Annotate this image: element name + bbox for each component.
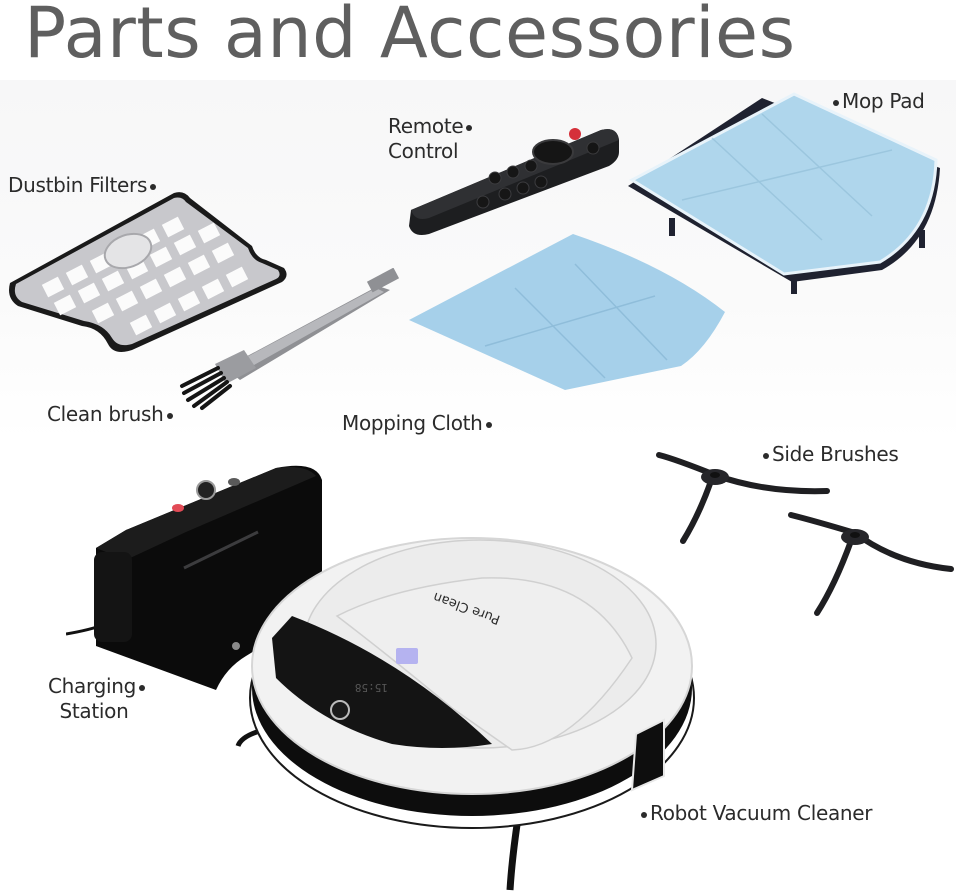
label-clean-brush: Clean brush [47, 402, 176, 427]
side-brushes-image [655, 445, 955, 620]
remote-control-image [405, 122, 625, 240]
bullet-dot [466, 124, 473, 131]
bullet-dot [485, 421, 492, 428]
bullet-dot [763, 452, 769, 459]
label-mopping-cloth: Mopping Cloth [342, 411, 495, 436]
mop-pad-image [622, 90, 942, 300]
robot-display-digits: 15:58 [355, 681, 388, 694]
bullet-dot [139, 684, 145, 691]
page-title: Parts and Accessories [24, 0, 796, 74]
label-dustbin-filters: Dustbin Filters [8, 173, 159, 198]
label-mop-pad: Mop Pad [830, 89, 925, 114]
label-side-brushes: Side Brushes [760, 442, 899, 467]
bullet-dot [641, 811, 647, 818]
label-robot-vacuum-cleaner: Robot Vacuum Cleaner [638, 801, 873, 826]
bullet-dot [150, 183, 157, 190]
mopping-cloth-image [405, 228, 735, 393]
label-charging-station: Charging Station [48, 674, 148, 724]
label-remote-control: Remote Control [388, 114, 475, 164]
clean-brush-image [170, 268, 410, 413]
bullet-dot [166, 412, 173, 419]
bullet-dot [833, 99, 839, 106]
robot-vacuum-image: 15:58 Pure Clean [232, 498, 712, 893]
dustbin-filter-image [4, 188, 289, 358]
